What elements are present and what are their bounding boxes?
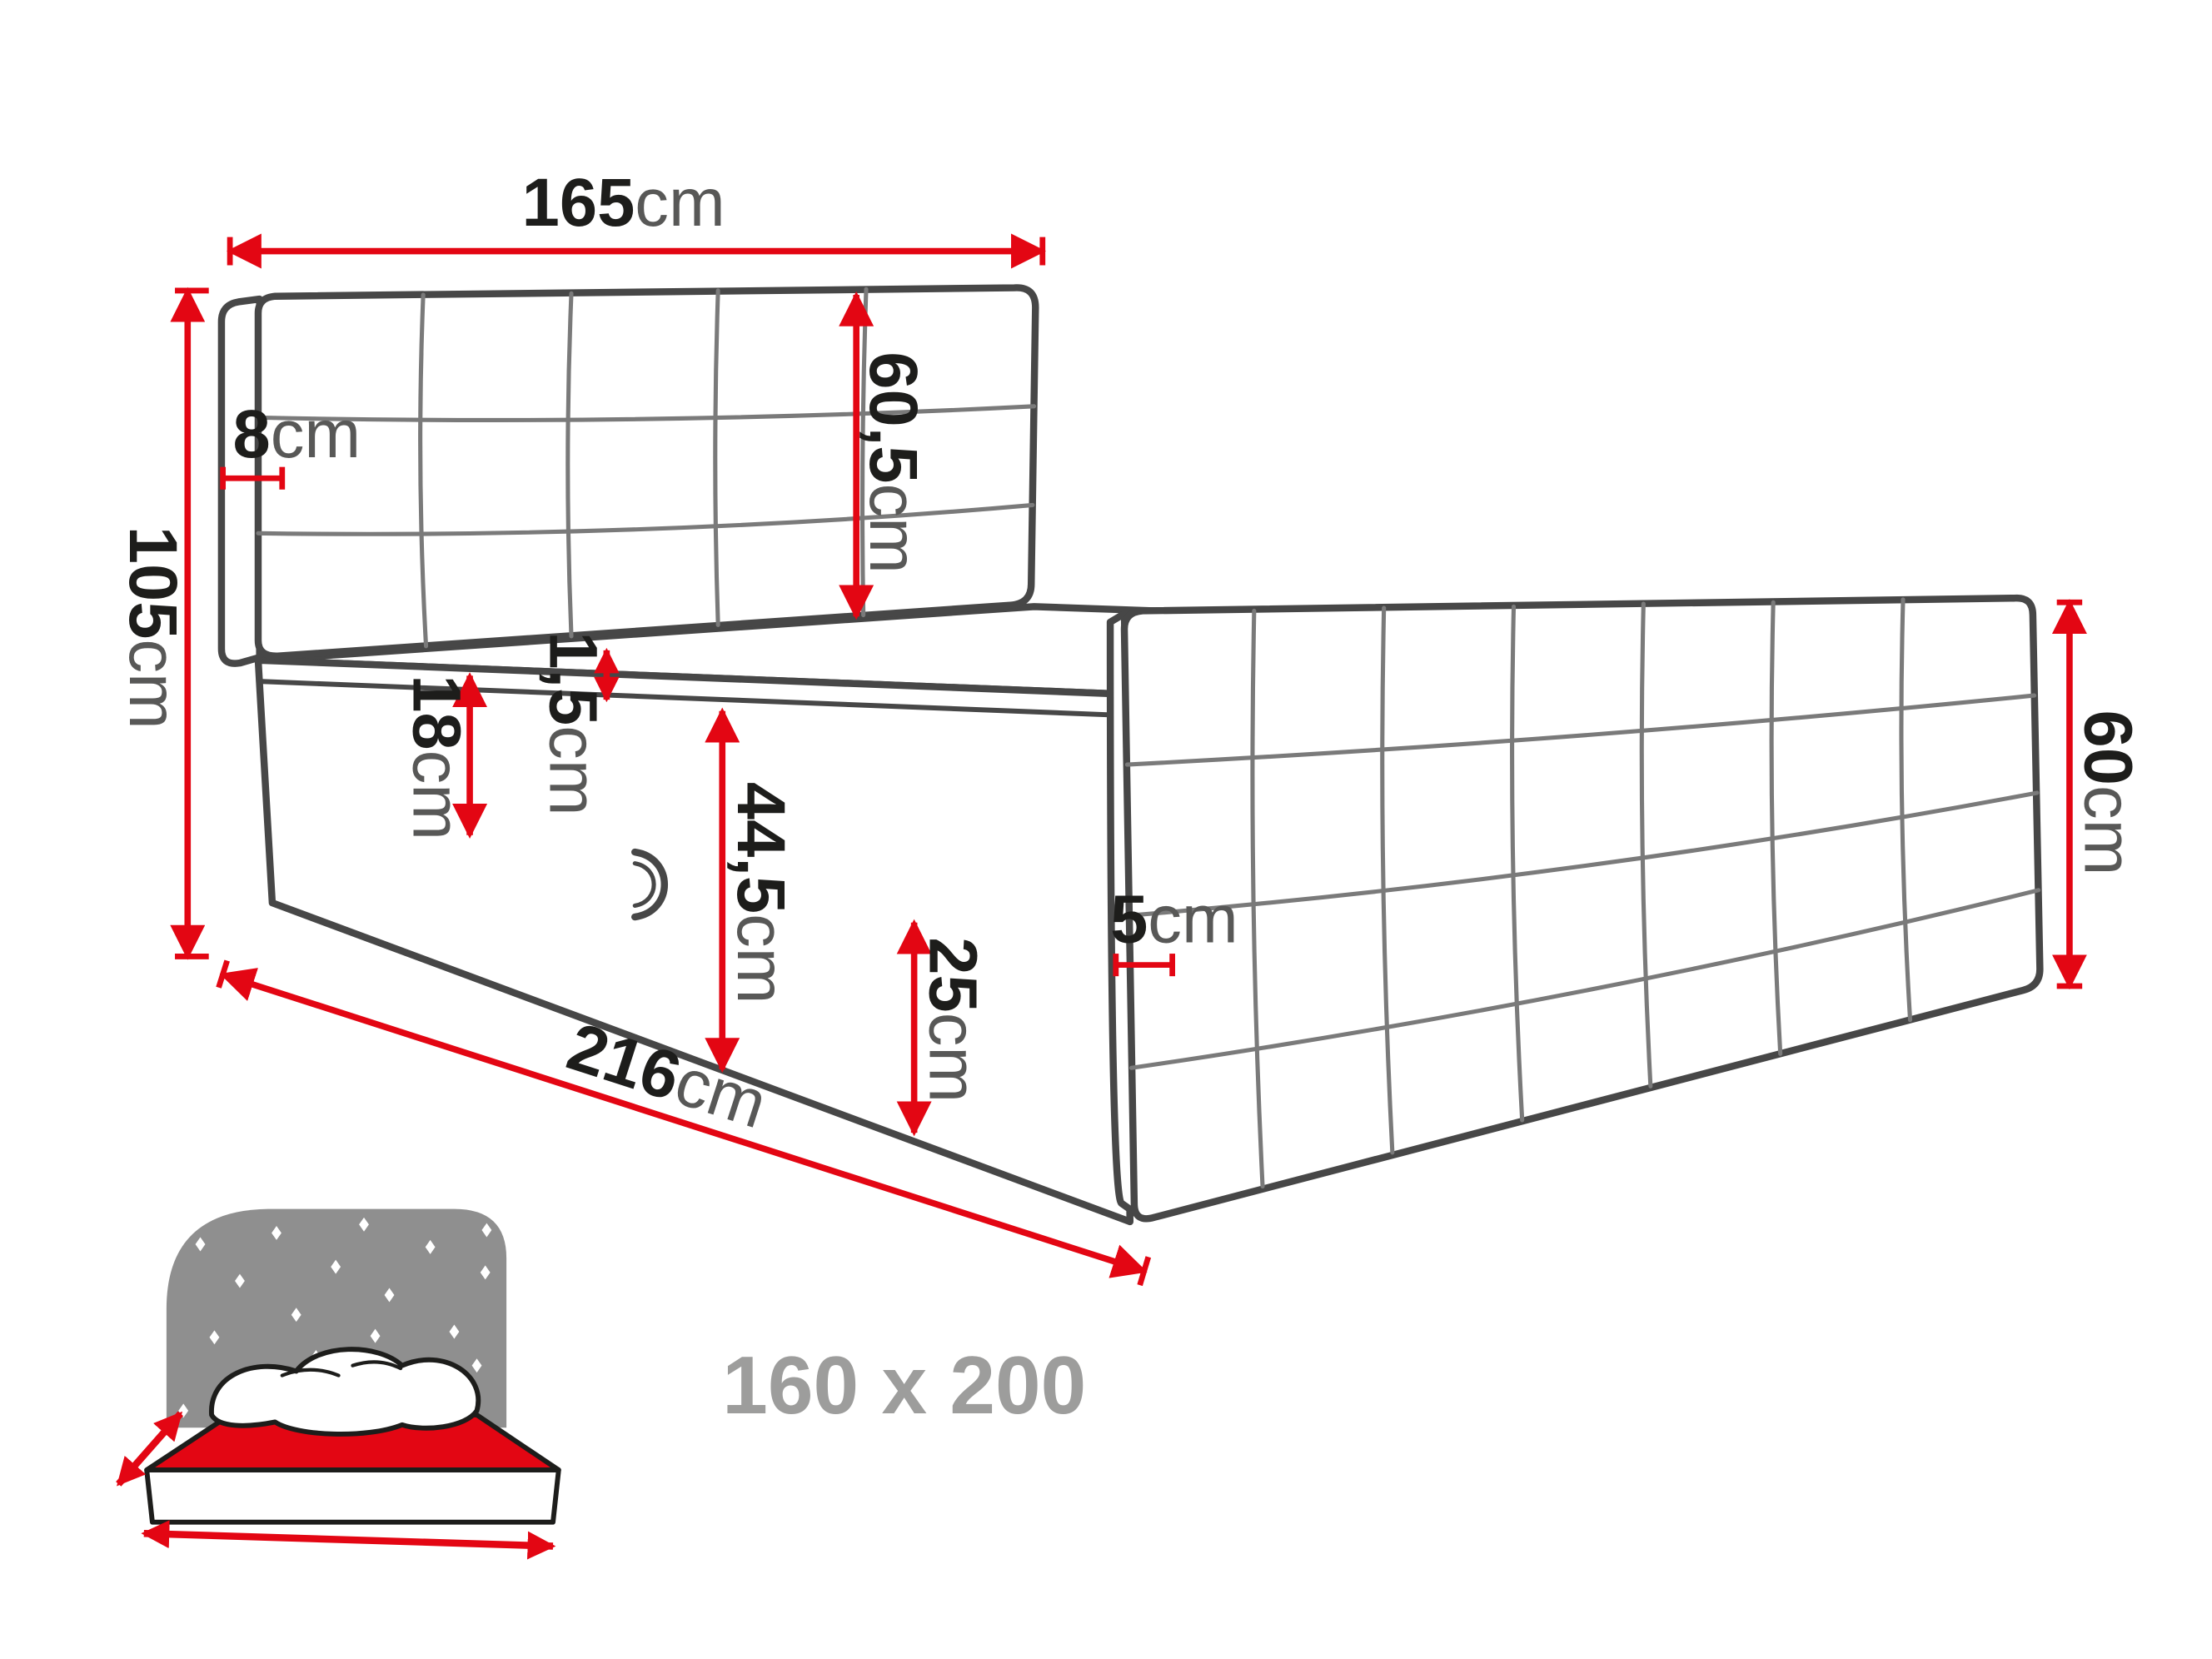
dim-total-height: 105cm	[115, 286, 209, 960]
dim-box-edge: 18cm	[398, 672, 488, 840]
dim-headboard-side-label: 8cm	[232, 396, 361, 472]
dim-headboard-side: 8cm	[220, 396, 361, 490]
dim-foot-gap: 5cm	[1110, 882, 1238, 977]
dim-box-edge-label: 18cm	[398, 675, 474, 840]
dim-storage-depth-label: 25cm	[914, 937, 990, 1103]
headboard-side	[217, 295, 263, 667]
dim-headboard-width: 165cm	[226, 165, 1046, 269]
icon-mattress-front	[144, 1467, 561, 1525]
footboard-tufting	[1124, 597, 2041, 1189]
dim-total-height-label: 105cm	[115, 526, 191, 730]
dim-footboard-height-label: 60cm	[2070, 710, 2146, 876]
footboard	[1106, 594, 2044, 1223]
dim-foot-gap-label: 5cm	[1110, 882, 1238, 958]
size-icon	[116, 1208, 561, 1560]
dim-footboard-height: 60cm	[2051, 599, 2146, 990]
mattress-lip-line	[257, 679, 1123, 718]
dim-mattress-lip-label: 1,5cm	[536, 631, 611, 815]
bed-base	[254, 656, 1134, 1226]
icon-dimension-arrows	[116, 1411, 556, 1560]
dim-base-height-label: 44,5cm	[723, 782, 799, 1004]
dim-headboard-height: 60,5cm	[839, 291, 931, 620]
handle-icon	[631, 848, 668, 921]
bed-drawing	[217, 284, 2044, 1226]
dim-headboard-height-label: 60,5cm	[855, 351, 931, 574]
size-label: 160 x 200	[722, 1339, 1086, 1431]
dim-mattress-lip: 1,5cm	[536, 631, 620, 816]
dim-storage-depth: 25cm	[896, 919, 990, 1137]
dim-headboard-width-label: 165cm	[522, 165, 725, 241]
